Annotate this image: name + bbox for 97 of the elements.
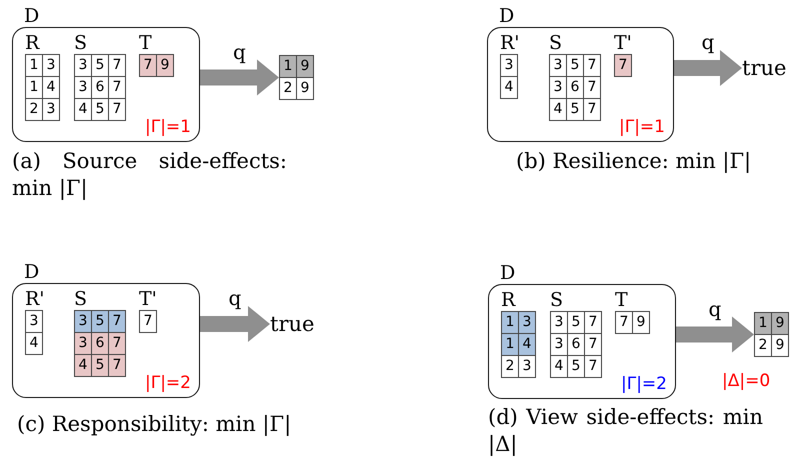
table-cell: 1 bbox=[754, 312, 772, 334]
measure-label: |Δ|=0 bbox=[722, 371, 770, 391]
table-cell: 7 bbox=[108, 354, 126, 376]
table-cell: 3 bbox=[74, 310, 92, 332]
table-cell: 9 bbox=[772, 312, 788, 334]
table-cell: 1 bbox=[26, 76, 42, 98]
table-cell: 2 bbox=[502, 356, 518, 378]
table-cell: 7 bbox=[584, 54, 600, 76]
table-cell: 3 bbox=[42, 98, 60, 120]
table-cell: 3 bbox=[550, 334, 568, 356]
table-cell: 6 bbox=[92, 332, 108, 354]
result-text: true bbox=[270, 312, 314, 336]
figure-caption: (a) Source side-effects: min |Γ| bbox=[12, 148, 287, 202]
table-cell: 3 bbox=[74, 332, 92, 354]
table-cell: 4 bbox=[500, 76, 518, 98]
table-cell: 3 bbox=[500, 54, 518, 76]
table-cell: 7 bbox=[584, 312, 602, 334]
block-arrow bbox=[200, 60, 279, 96]
table-cell: 5 bbox=[568, 312, 584, 334]
table-cell: 2 bbox=[754, 334, 772, 356]
table-cell: 7 bbox=[108, 54, 126, 76]
table-cell: 1 bbox=[502, 312, 518, 334]
table-cell: 7 bbox=[108, 98, 126, 120]
table-cell: 3 bbox=[550, 54, 566, 76]
table-cell: 7 bbox=[614, 54, 632, 76]
table-cell: 7 bbox=[140, 54, 156, 76]
table-cell: 7 bbox=[584, 356, 602, 378]
database-name: D bbox=[24, 261, 40, 283]
table-cell: 1 bbox=[26, 54, 42, 76]
table-name: S bbox=[74, 32, 88, 54]
table-cell: 4 bbox=[42, 76, 60, 98]
table-cell: 1 bbox=[502, 334, 518, 356]
table-cell: 7 bbox=[584, 98, 600, 120]
database-name: D bbox=[24, 5, 40, 27]
table-cell: 7 bbox=[616, 312, 632, 334]
table-cell: 5 bbox=[92, 98, 108, 120]
table-name: T' bbox=[614, 32, 632, 54]
table-cell: 3 bbox=[550, 312, 568, 334]
table-cell: 9 bbox=[296, 56, 314, 78]
table-cell: 1 bbox=[280, 56, 296, 78]
measure-label: |Γ|=1 bbox=[619, 117, 665, 137]
table-cell: 6 bbox=[92, 76, 108, 98]
table-name: T bbox=[139, 32, 153, 54]
table-name: T bbox=[615, 289, 629, 311]
table-cell: 3 bbox=[518, 312, 536, 334]
table-cell: 4 bbox=[518, 334, 536, 356]
table-cell: 3 bbox=[518, 356, 536, 378]
block-arrow bbox=[674, 50, 742, 86]
table-cell: 9 bbox=[632, 312, 650, 334]
table-name: S bbox=[74, 288, 88, 310]
table-cell: 3 bbox=[74, 76, 92, 98]
figure-caption: (b) Resilience: min |Γ| bbox=[516, 148, 752, 175]
table-cell: 3 bbox=[26, 310, 42, 332]
table-cell: 2 bbox=[280, 78, 296, 100]
table-cell: 7 bbox=[584, 76, 600, 98]
table-cell: 7 bbox=[108, 332, 126, 354]
measure-label: |Γ|=2 bbox=[145, 373, 191, 393]
table-cell: 9 bbox=[296, 78, 314, 100]
table-name: S bbox=[550, 289, 564, 311]
table-cell: 5 bbox=[92, 54, 108, 76]
table-cell: 7 bbox=[140, 310, 156, 332]
table-cell: 4 bbox=[74, 354, 92, 376]
table-cell: 9 bbox=[772, 334, 788, 356]
result-text: true bbox=[742, 56, 786, 80]
table-name: T' bbox=[139, 288, 157, 310]
table-cell: 4 bbox=[26, 332, 42, 354]
measure-label: |Γ|=2 bbox=[621, 374, 667, 394]
table-cell: 7 bbox=[584, 334, 602, 356]
table-cell: 5 bbox=[92, 310, 108, 332]
table-cell: 4 bbox=[550, 98, 566, 120]
table-cell: 4 bbox=[74, 98, 92, 120]
table-cell: 3 bbox=[550, 76, 566, 98]
database-name: D bbox=[499, 5, 516, 27]
table-cell: 5 bbox=[92, 354, 108, 376]
table-cell: 6 bbox=[568, 334, 584, 356]
block-arrow bbox=[200, 306, 270, 342]
table-cell: 5 bbox=[566, 98, 584, 120]
table-name: R bbox=[25, 32, 41, 54]
table-name: R' bbox=[500, 32, 520, 54]
table-cell: 2 bbox=[26, 98, 42, 120]
figure-caption: (d) View side-effects: min |Δ| bbox=[488, 404, 763, 458]
table-cell: 6 bbox=[566, 76, 584, 98]
table-name: R' bbox=[25, 288, 45, 310]
measure-label: |Γ|=1 bbox=[145, 117, 191, 137]
table-cell: 7 bbox=[108, 310, 126, 332]
table-cell: 7 bbox=[108, 76, 126, 98]
block-arrow bbox=[676, 316, 754, 352]
database-name: D bbox=[500, 262, 516, 284]
table-cell: 5 bbox=[566, 54, 584, 76]
figure-caption: (c) Responsibility: min |Γ| bbox=[17, 411, 292, 438]
table-name: S bbox=[549, 32, 564, 54]
table-name: R bbox=[501, 289, 517, 311]
table-cell: 4 bbox=[550, 356, 568, 378]
table-cell: 3 bbox=[42, 54, 60, 76]
table-cell: 3 bbox=[74, 54, 92, 76]
table-cell: 5 bbox=[568, 356, 584, 378]
table-cell: 9 bbox=[156, 54, 174, 76]
